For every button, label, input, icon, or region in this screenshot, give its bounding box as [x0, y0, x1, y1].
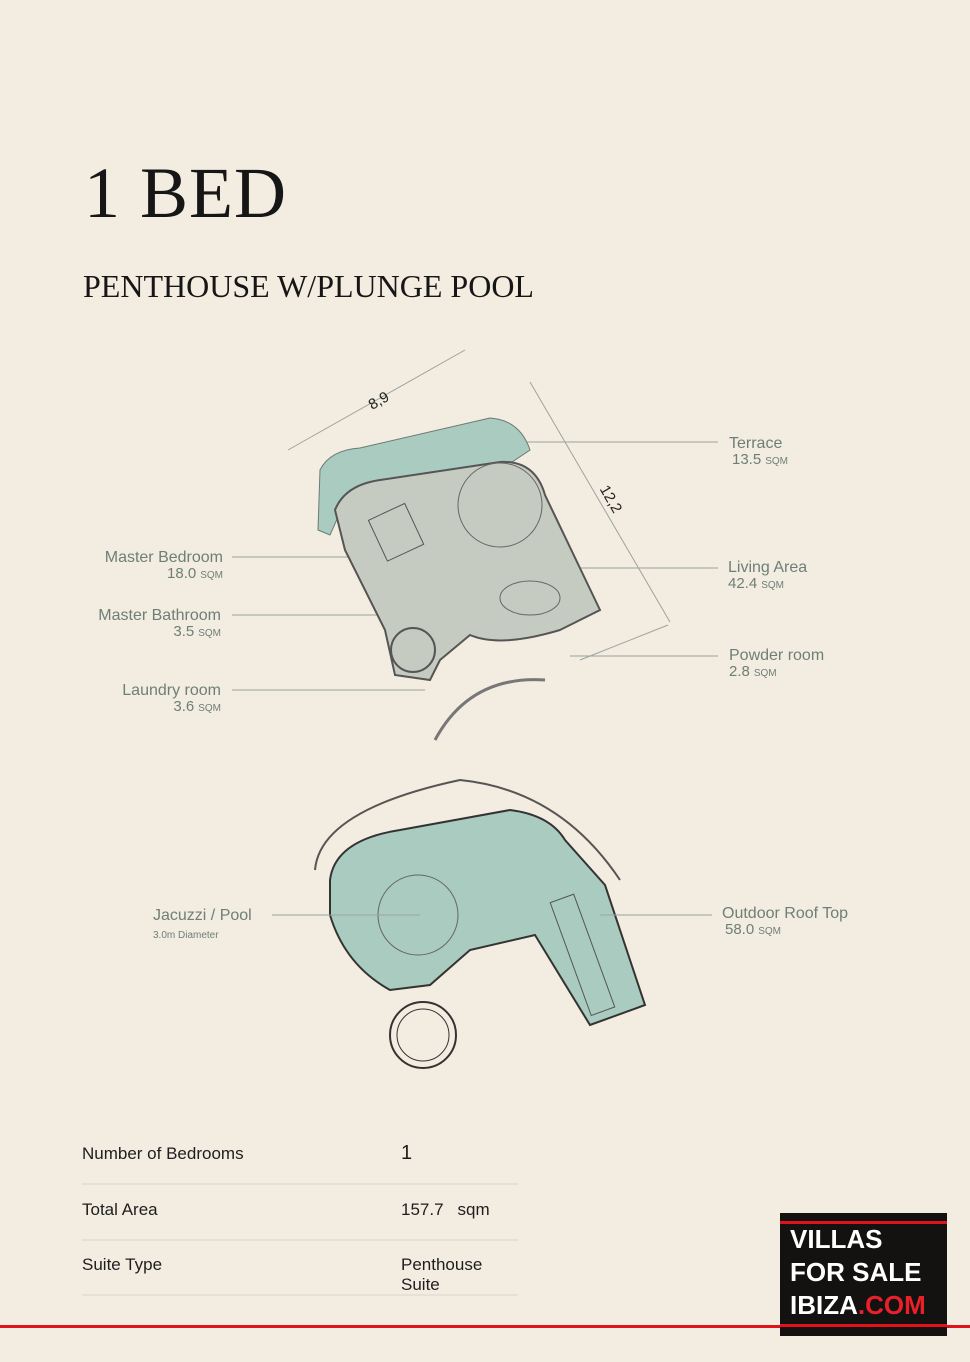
page-subtitle: PENTHOUSE W/PLUNGE POOL	[83, 268, 534, 304]
page-title: 1 BED	[84, 153, 287, 233]
footer-divider	[0, 1325, 970, 1328]
roof-plan	[272, 778, 712, 1069]
floor-plan: 8,9 12,2	[232, 349, 718, 741]
interior-area	[333, 460, 602, 682]
dimension-width: 8,9	[366, 388, 393, 413]
dimension-depth: 12,2	[596, 482, 625, 516]
roof-terrace-area	[329, 808, 647, 1027]
